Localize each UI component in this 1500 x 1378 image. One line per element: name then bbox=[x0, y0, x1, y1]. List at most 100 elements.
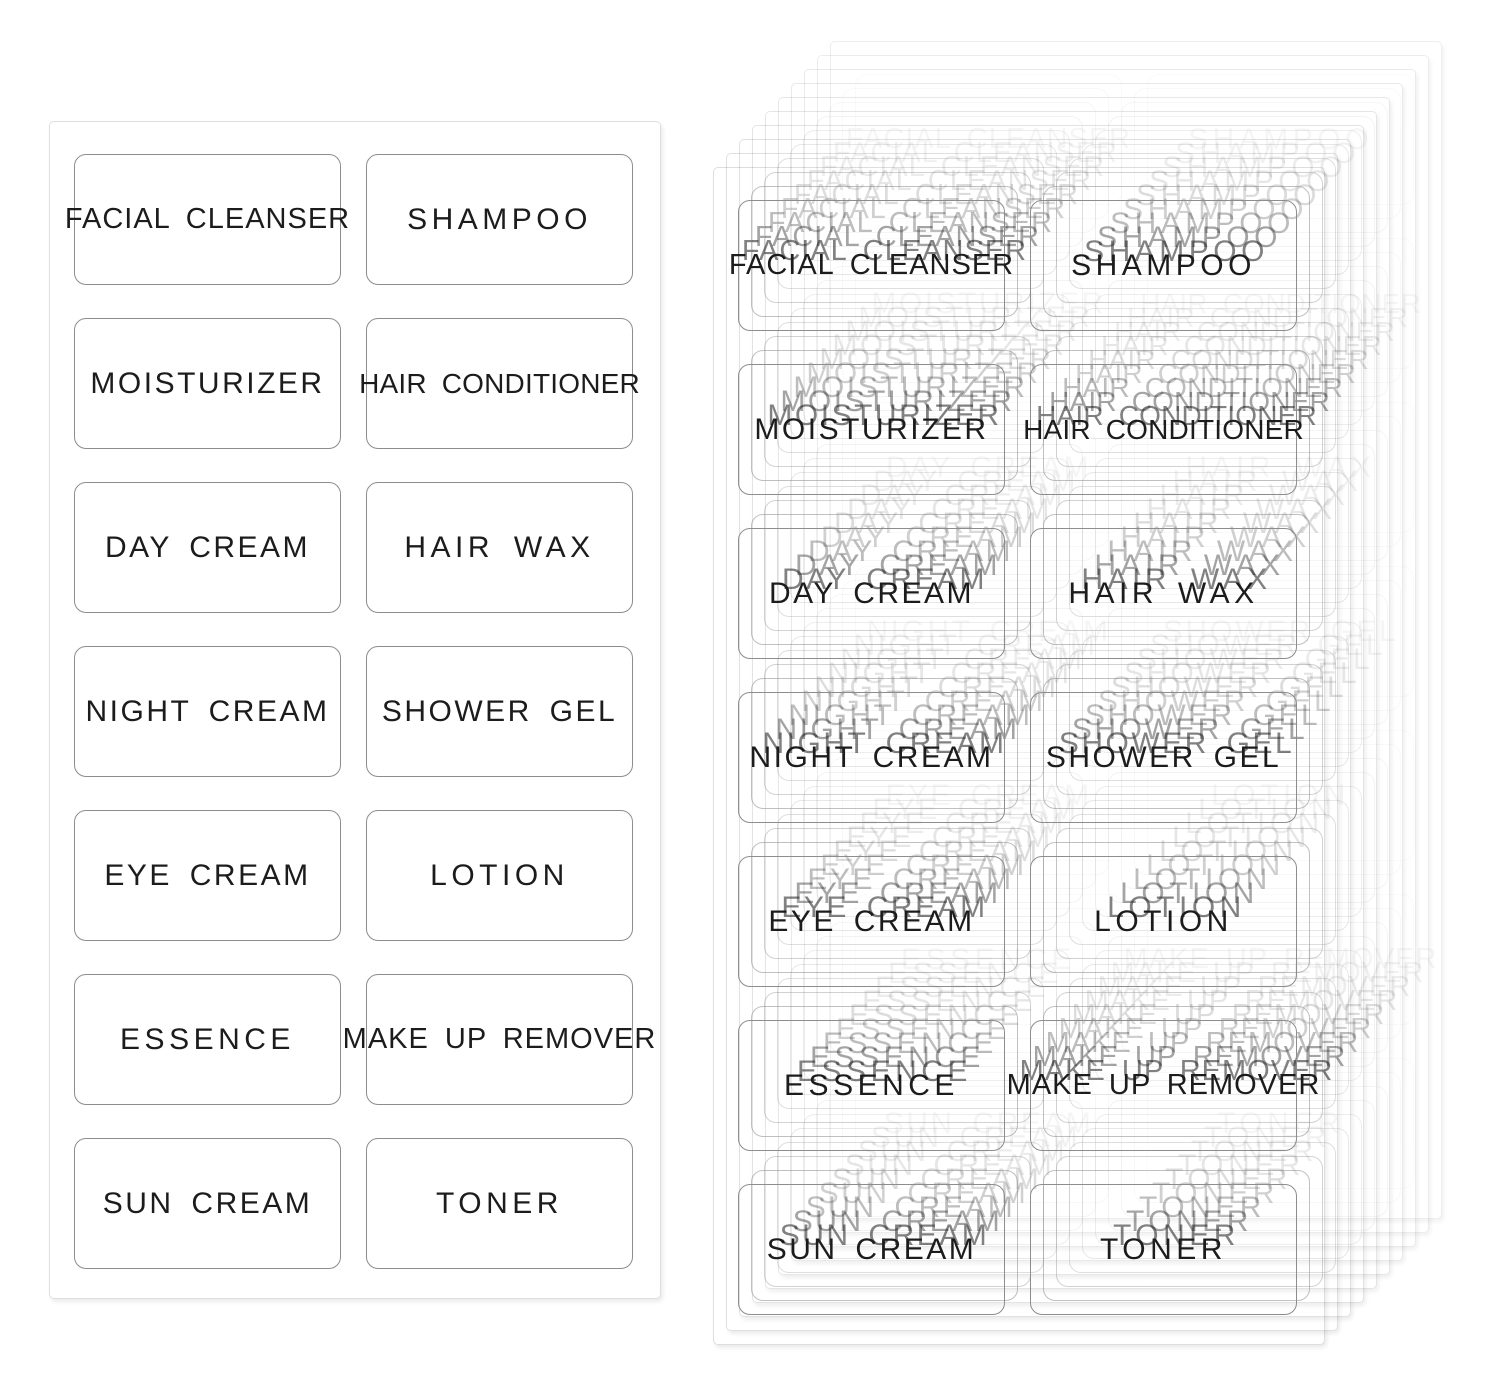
label-sticker: SHAMPOO bbox=[1095, 130, 1362, 261]
label-sticker: FACIAL CLEANSER bbox=[742, 186, 1026, 317]
label-text: SUN CREAM bbox=[805, 1190, 1016, 1224]
label-text: SHAMPOO bbox=[1097, 220, 1282, 254]
label-sticker: SHOWER GEL bbox=[1030, 692, 1297, 823]
label-text: FACIAL CLEANSER bbox=[754, 221, 1041, 253]
label-sticker: SUN CREAM bbox=[751, 1170, 1018, 1301]
label-sticker: EYE CREAM bbox=[803, 786, 1070, 917]
label-sticker: DAY CREAM bbox=[751, 514, 1018, 645]
label-text: SHAMPOO bbox=[407, 202, 592, 236]
label-sticker: SHOWER GEL bbox=[1043, 678, 1310, 809]
label-sticker: HAIR WAX bbox=[1069, 486, 1336, 617]
label-sticker: ESSENCE bbox=[738, 1020, 1005, 1151]
label-text: SUN CREAM bbox=[831, 1162, 1042, 1196]
label-sticker: TONER bbox=[1056, 1156, 1323, 1287]
label-text: SHAMPOO bbox=[1110, 206, 1295, 240]
label-text: SUN CREAM bbox=[818, 1176, 1029, 1210]
label-sticker: DAY CREAM bbox=[829, 430, 1096, 561]
label-sticker: LOTION bbox=[1043, 842, 1310, 973]
label-text: ESSENCE bbox=[862, 984, 1037, 1018]
label-sticker: LOTION bbox=[1095, 786, 1362, 917]
label-text: MAKE UP REMOVER bbox=[342, 1023, 657, 1055]
label-text: ESSENCE bbox=[810, 1040, 985, 1074]
label-text: HAIR CONDITIONER bbox=[1140, 288, 1421, 320]
label-sticker: MAKE UP REMOVER bbox=[343, 974, 655, 1105]
label-text: SHOWER GEL bbox=[1045, 740, 1282, 774]
label-grid: FACIAL CLEANSER SHAMPOO MOISTURIZER HAIR CO… bbox=[727, 154, 1337, 1330]
label-text: MAKE UP REMOVER bbox=[1071, 999, 1386, 1031]
label-text: LOTION bbox=[1159, 834, 1298, 868]
label-text: TONER bbox=[1139, 1190, 1266, 1224]
label-text: MAKE UP REMOVER bbox=[1045, 1027, 1360, 1059]
label-sticker: MOISTURIZER bbox=[74, 318, 341, 449]
label-sticker: HAIR CONDITIONER bbox=[1075, 308, 1356, 439]
label-sticker: HAIR CONDITIONER bbox=[1088, 294, 1369, 425]
label-text: MAKE UP REMOVER bbox=[1124, 943, 1438, 976]
label-text: LOTION bbox=[1120, 876, 1259, 910]
label-sticker: SHOWER GEL bbox=[366, 646, 633, 777]
label-text: MAKE UP REMOVER bbox=[1097, 971, 1412, 1003]
label-text: ESSENCE bbox=[875, 970, 1050, 1004]
label-sticker: SHOWER GEL bbox=[1095, 622, 1362, 753]
label-text: HAIR CONDITIONER bbox=[1101, 329, 1382, 361]
label-text: HAIR CONDITIONER bbox=[1075, 357, 1356, 389]
label-text: HAIR CONDITIONER bbox=[1062, 371, 1343, 403]
label-sticker: LOTION bbox=[1056, 828, 1323, 959]
label-text: TONER bbox=[1113, 1218, 1240, 1252]
label-sticker: MAKE UP REMOVER bbox=[1098, 922, 1410, 1053]
label-sticker: DAY CREAM bbox=[790, 472, 1057, 603]
label-sticker: FACIAL CLEANSER bbox=[846, 74, 1130, 205]
label-text: SUN CREAM bbox=[766, 1232, 977, 1266]
label-sticker: MOISTURIZER bbox=[751, 350, 1018, 481]
label-text: ESSENCE bbox=[784, 1068, 959, 1102]
label-sticker: LOTION bbox=[1108, 772, 1375, 903]
label-text: HAIR CONDITIONER bbox=[1114, 315, 1395, 347]
label-text: SUN CREAM bbox=[102, 1186, 313, 1220]
label-sticker: HAIR CONDITIONER bbox=[1101, 280, 1382, 411]
label-sticker: SHAMPOO bbox=[1082, 144, 1349, 275]
label-text: LOTION bbox=[1107, 890, 1246, 924]
label-text: HAIR WAX bbox=[404, 530, 595, 564]
label-sticker: HAIR WAX bbox=[1056, 500, 1323, 631]
label-text: MAKE UP REMOVER bbox=[1006, 1069, 1321, 1101]
label-text: MOISTURIZER bbox=[90, 366, 325, 400]
label-sticker: TONER bbox=[1043, 1170, 1310, 1301]
label-sticker: NIGHT CREAM bbox=[74, 646, 341, 777]
label-text: DAY CREAM bbox=[807, 534, 1014, 568]
label-sticker: SUN CREAM bbox=[764, 1156, 1031, 1287]
label-sticker: HAIR CONDITIONER bbox=[1049, 336, 1330, 467]
label-text: NIGHT CREAM bbox=[749, 740, 994, 774]
label-text: MAKE UP REMOVER bbox=[1110, 957, 1425, 989]
label-sticker: DAY CREAM bbox=[738, 528, 1005, 659]
label-text: HAIR CONDITIONER bbox=[1049, 385, 1330, 417]
label-sticker: TONER bbox=[1030, 1184, 1297, 1315]
label-text: LOTION bbox=[1185, 806, 1324, 840]
label-text: TONER bbox=[1152, 1176, 1279, 1210]
label-text: DAY CREAM bbox=[781, 562, 988, 596]
label-text: SUN CREAM bbox=[792, 1204, 1003, 1238]
label-text: SHOWER GEL bbox=[1058, 726, 1295, 760]
label-text: HAIR WAX bbox=[1094, 548, 1285, 582]
label-sticker: EYE CREAM bbox=[738, 856, 1005, 987]
label-text: ESSENCE bbox=[823, 1026, 998, 1060]
label-sticker: HAIR WAX bbox=[1082, 472, 1349, 603]
label-text: LOTION bbox=[1133, 862, 1272, 896]
label-text: SUN CREAM bbox=[844, 1148, 1055, 1182]
label-text: DAY CREAM bbox=[768, 576, 975, 610]
label-sticker: SUN CREAM bbox=[738, 1184, 1005, 1315]
label-text: HAIR CONDITIONER bbox=[1127, 301, 1408, 333]
label-sticker: TONER bbox=[1134, 1072, 1401, 1203]
label-text: NIGHT CREAM bbox=[775, 712, 1020, 746]
label-sticker: SHAMPOO bbox=[1069, 158, 1336, 289]
label-sticker: TONER bbox=[1082, 1128, 1349, 1259]
label-text: TONER bbox=[1165, 1162, 1292, 1196]
label-sticker: SHOWER GEL bbox=[1108, 608, 1375, 739]
label-text: TONER bbox=[1100, 1232, 1227, 1266]
label-text: SUN CREAM bbox=[779, 1218, 990, 1252]
